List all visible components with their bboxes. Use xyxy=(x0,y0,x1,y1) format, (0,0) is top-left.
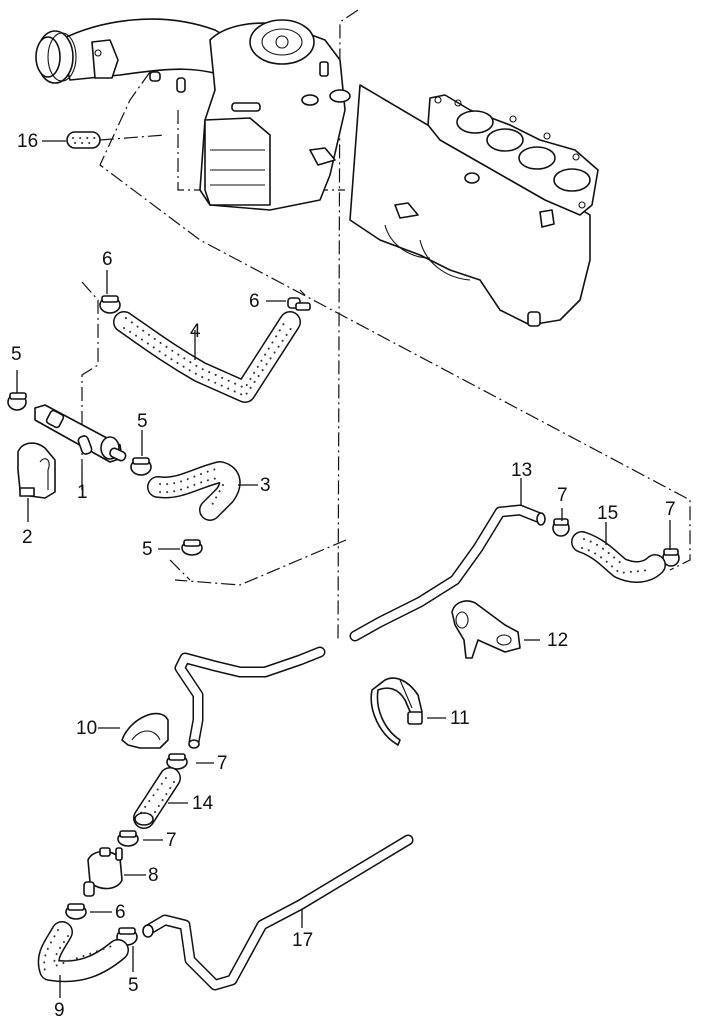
part-14-hose xyxy=(133,767,181,829)
callout-13: 13 xyxy=(511,460,533,481)
callout-5: 5 xyxy=(11,344,22,365)
part-16-plug xyxy=(66,131,101,149)
clamps xyxy=(7,295,680,946)
callout-10: 10 xyxy=(76,718,98,739)
part-3-hose xyxy=(147,461,241,521)
assembly-lines xyxy=(81,9,691,641)
part-8-valve xyxy=(83,847,123,897)
callout-14: 14 xyxy=(192,793,214,814)
callout-11: 11 xyxy=(450,708,470,729)
part-15-hose xyxy=(571,531,666,583)
clamp-7a xyxy=(552,518,570,537)
clamp-5a xyxy=(7,392,27,411)
callout-7: 7 xyxy=(166,830,177,851)
callout-3: 3 xyxy=(260,475,271,496)
callout-2: 2 xyxy=(22,527,33,548)
clamp-6a xyxy=(99,295,121,314)
callout-15: 15 xyxy=(597,503,619,524)
callout-5: 5 xyxy=(142,539,153,560)
callout-7: 7 xyxy=(665,499,676,520)
leader-lines xyxy=(16,140,671,998)
clamp-7d xyxy=(117,830,139,847)
part-12-bracket xyxy=(451,600,521,659)
clamp-7c xyxy=(166,753,188,770)
callout-6: 6 xyxy=(249,291,260,312)
clamp-6c xyxy=(65,903,87,920)
callout-16: 16 xyxy=(17,131,39,152)
part-11-cable-tie xyxy=(370,677,423,746)
callout-4: 4 xyxy=(190,321,201,342)
callout-7: 7 xyxy=(557,485,568,506)
part-9-hose xyxy=(37,921,129,983)
throttle-body xyxy=(35,18,351,211)
callout-17: 17 xyxy=(292,930,314,951)
clamp-5b xyxy=(130,457,152,476)
callout-6: 6 xyxy=(102,249,113,270)
callout-7: 7 xyxy=(217,753,228,774)
intake-manifold xyxy=(349,84,599,327)
callout-9: 9 xyxy=(54,1000,65,1021)
callout-1: 1 xyxy=(77,482,88,503)
part-10-holder xyxy=(121,712,169,749)
part-4-hose xyxy=(113,311,301,403)
part-2-clip xyxy=(17,442,56,499)
part-13-pipe xyxy=(349,504,546,642)
clamp-6b xyxy=(287,297,311,311)
callout-8: 8 xyxy=(148,865,159,886)
callout-5: 5 xyxy=(137,411,148,432)
upper-pipe xyxy=(174,646,326,749)
part-1-connector xyxy=(34,404,127,463)
callout-12: 12 xyxy=(547,630,569,651)
clamp-5c xyxy=(181,539,203,556)
callout-5: 5 xyxy=(128,975,139,996)
callout-6: 6 xyxy=(115,902,126,923)
part-17-pipe xyxy=(142,834,414,991)
